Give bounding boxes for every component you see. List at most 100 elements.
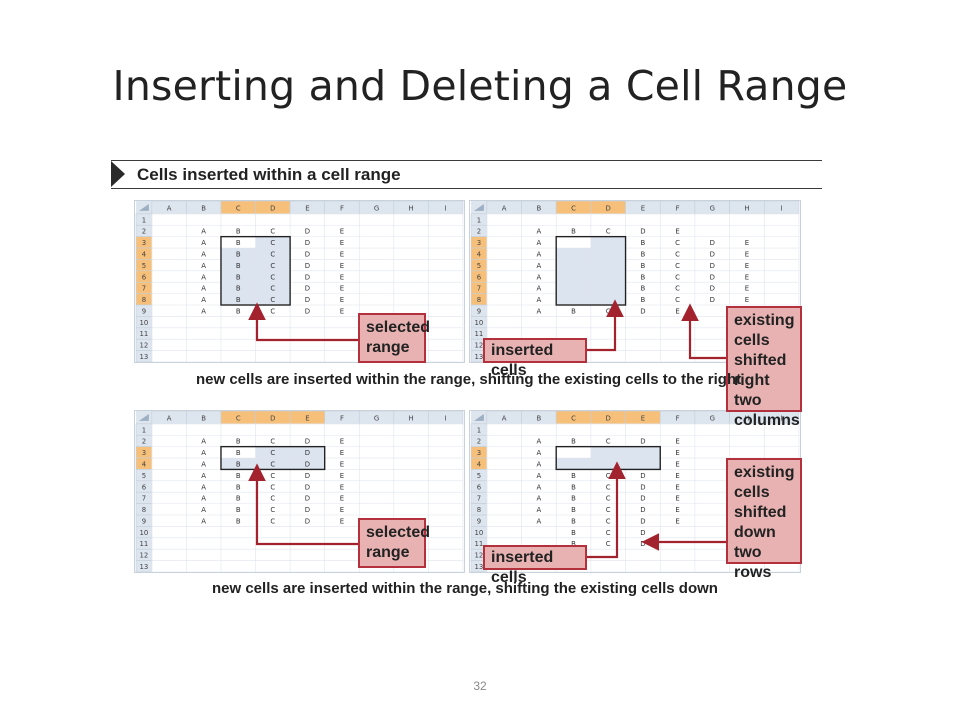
- row-header-label: 3: [142, 239, 146, 247]
- cell-value: C: [270, 262, 275, 270]
- cell-value: B: [571, 472, 576, 480]
- cell-value: A: [536, 228, 541, 236]
- row-header-label: 11: [140, 540, 149, 548]
- row-header-label: 11: [475, 540, 484, 548]
- row-header-label: 10: [475, 529, 484, 537]
- cell-value: D: [305, 262, 310, 270]
- row-header-label: 9: [477, 307, 481, 315]
- callout-line: range: [366, 544, 410, 561]
- column-header-label: F: [676, 204, 680, 212]
- cell-value: A: [536, 285, 541, 293]
- row-header-label: 1: [142, 216, 146, 224]
- cell-value: A: [201, 472, 206, 480]
- cell-value: A: [536, 517, 541, 525]
- cell-value: E: [675, 438, 679, 446]
- active-cell: [220, 236, 256, 249]
- cell-value: A: [536, 449, 541, 457]
- cell-value: A: [201, 483, 206, 491]
- callout-shifted-down: existing cells shifted down two rows: [726, 458, 802, 581]
- cell-value: A: [201, 285, 206, 293]
- caption-top: new cells are inserted within the range,…: [196, 371, 742, 388]
- cell-value: B: [236, 307, 241, 315]
- cell-value: E: [340, 438, 344, 446]
- column-header-label: B: [201, 204, 206, 212]
- cell-value: E: [745, 262, 749, 270]
- cell-value: E: [675, 495, 679, 503]
- column-header-label: H: [744, 414, 749, 422]
- row-header-label: 6: [477, 483, 481, 491]
- cell-value: C: [270, 472, 275, 480]
- column-header-label: G: [710, 204, 715, 212]
- cell-value: E: [675, 472, 679, 480]
- row-header-label: 4: [477, 250, 481, 258]
- cell-value: A: [536, 472, 541, 480]
- cell-value: E: [340, 250, 344, 258]
- cell-value: A: [201, 449, 206, 457]
- row-header-label: 2: [477, 228, 481, 236]
- cell-value: C: [606, 506, 611, 514]
- row-header-label: 5: [477, 472, 481, 480]
- column-header-label: E: [641, 414, 645, 422]
- slide-number: 32: [473, 679, 487, 693]
- cell-value: C: [606, 540, 611, 548]
- cell-value: E: [340, 296, 344, 304]
- cell-value: D: [305, 460, 310, 468]
- row-header-label: 13: [475, 563, 484, 571]
- row-header-label: 3: [477, 239, 481, 247]
- cell-value: E: [340, 495, 344, 503]
- cell-value: E: [745, 239, 749, 247]
- cell-value: A: [536, 460, 541, 468]
- cell-value: D: [305, 285, 310, 293]
- cell-value: A: [536, 250, 541, 258]
- row-header-label: 11: [475, 330, 484, 338]
- callout-inserted-cells-top: inserted cells: [483, 338, 587, 379]
- cell-value: D: [710, 285, 715, 293]
- cell-value: E: [340, 449, 344, 457]
- cell-value: C: [270, 250, 275, 258]
- row-header-label: 1: [142, 426, 146, 434]
- cell-value: C: [606, 307, 611, 315]
- cell-value: B: [571, 540, 576, 548]
- cell-value: D: [640, 483, 645, 491]
- row-header-label: 6: [142, 483, 146, 491]
- cell-value: B: [236, 273, 241, 281]
- row-header-label: 12: [475, 342, 484, 350]
- cell-value: B: [641, 239, 646, 247]
- column-header-label: H: [409, 414, 414, 422]
- section-banner: Cells inserted within a cell range: [111, 160, 822, 189]
- cell-value: A: [201, 495, 206, 503]
- cell-value: D: [305, 449, 310, 457]
- row-header-label: 5: [477, 262, 481, 270]
- row-header-label: 8: [142, 506, 146, 514]
- row-header-label: 10: [140, 529, 149, 537]
- cell-value: B: [641, 250, 646, 258]
- cell-value: C: [270, 228, 275, 236]
- column-header-label: I: [445, 204, 447, 212]
- column-header-label: A: [167, 414, 172, 422]
- cell-value: D: [710, 250, 715, 258]
- cell-value: E: [745, 285, 749, 293]
- cell-value: B: [236, 517, 241, 525]
- cell-value: C: [270, 517, 275, 525]
- active-cell: [220, 446, 256, 459]
- row-header-label: 6: [142, 273, 146, 281]
- cell-value: D: [640, 495, 645, 503]
- cell-value: E: [675, 228, 679, 236]
- cell-value: C: [675, 273, 680, 281]
- callout-line: cells: [734, 332, 770, 349]
- cell-value: D: [640, 472, 645, 480]
- row-header-label: 3: [142, 449, 146, 457]
- cell-value: D: [305, 483, 310, 491]
- cell-value: A: [536, 483, 541, 491]
- cell-value: D: [640, 506, 645, 514]
- cell-value: B: [236, 472, 241, 480]
- cell-value: B: [571, 517, 576, 525]
- row-header-label: 8: [142, 296, 146, 304]
- cell-value: C: [270, 449, 275, 457]
- cell-value: D: [305, 495, 310, 503]
- column-header-label: D: [606, 414, 611, 422]
- cell-value: D: [305, 438, 310, 446]
- cell-value: B: [236, 250, 241, 258]
- cell-value: D: [640, 517, 645, 525]
- column-header-label: B: [536, 414, 541, 422]
